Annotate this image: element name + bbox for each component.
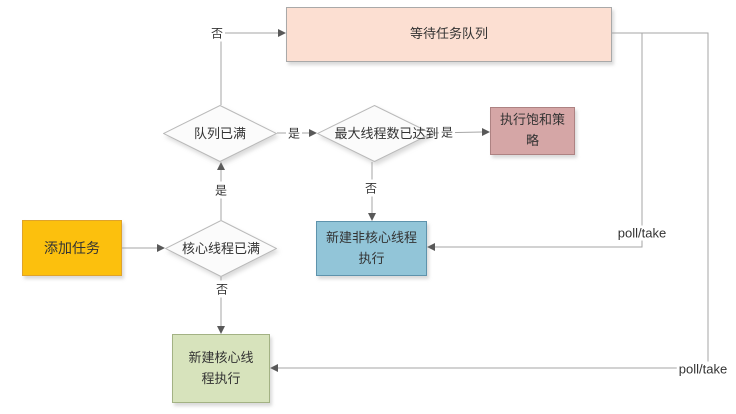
edge-label-queue-full-no: 否 [208,24,226,42]
edge-label-max-threads-no: 否 [362,179,380,197]
diamond-shape [163,105,277,162]
node-execute-saturation-policy: 执行饱和策略 [490,107,575,155]
node-add-task: 添加任务 [22,220,122,276]
edge-add-task-to-core-full [122,244,165,252]
edge-label-max-threads-yes: 是 [438,123,456,141]
edge-queue-full-to-wait-queue [220,29,286,105]
decision-queue-full-label: 队列已满 [193,125,246,141]
edge-label-poll-take-top: poll/take [615,225,669,241]
edge-label-poll-take-bottom: poll/take [676,361,730,377]
edge-wait-queue-to-new-core [270,32,709,372]
decision-core-threads-full: 核心线程已满 [165,220,277,277]
edge-label-queue-full-yes: 是 [285,124,303,142]
node-create-core-thread: 新建核心线程执行 [172,334,270,403]
decision-max-threads-label: 最大线程数已达到 [334,125,439,141]
edge-label-core-full-no: 否 [213,280,231,298]
diamond-shape [165,220,277,277]
node-wait-task-queue: 等待任务队列 [286,7,612,62]
decision-queue-full: 队列已满 [163,105,277,162]
edge-label-core-full-yes: 是 [212,181,230,199]
decision-max-threads-reached: 最大线程数已达到 [317,105,439,162]
decision-core-threads-label: 核心线程已满 [181,240,260,256]
diamond-shape [317,105,432,162]
node-create-non-core-thread: 新建非核心线程执行 [316,221,427,276]
